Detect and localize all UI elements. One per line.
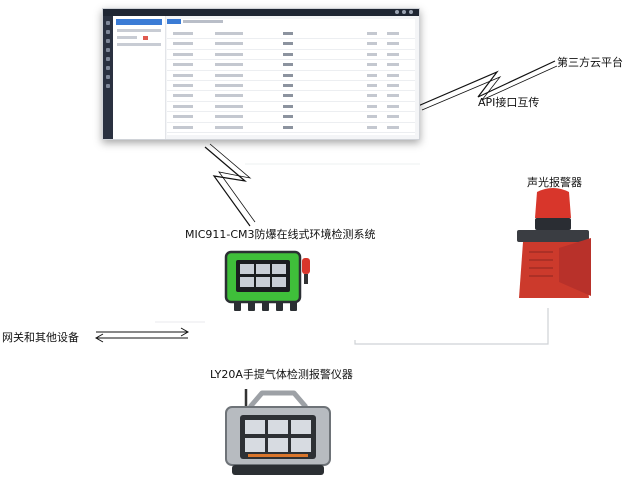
label-api-exchange: API接口互传 <box>478 96 540 109</box>
zigzag-link-monitor <box>204 146 251 227</box>
label-mic911-system: MIC911-CM3防爆在线式环境检测系统 <box>185 228 376 241</box>
alarm-link-line <box>354 308 549 345</box>
label-third-party-cloud: 第三方云平台 <box>557 56 623 69</box>
dashboard-device-table <box>167 19 415 135</box>
dashboard-titlebar <box>103 9 419 16</box>
dashboard-tab <box>167 19 181 24</box>
alert-badge <box>143 36 148 40</box>
ly20a-device-image <box>225 389 331 475</box>
mic911-device-image <box>224 250 310 311</box>
dashboard-nav-rail <box>103 16 113 139</box>
sound-light-alarm-image <box>517 188 591 298</box>
table-row <box>167 102 415 113</box>
zigzag-link-monitor-2 <box>209 143 256 223</box>
label-ly20a-detector: LY20A手提气体检测报警仪器 <box>210 368 353 381</box>
table-row <box>167 60 415 71</box>
table-row <box>167 112 415 123</box>
dashboard-rows <box>167 29 415 133</box>
table-row <box>167 71 415 81</box>
table-row <box>167 39 415 50</box>
table-row <box>167 123 415 133</box>
label-sound-light-alarm: 声光报警器 <box>527 176 582 189</box>
dashboard-screenshot <box>102 8 420 140</box>
label-gateway-devices: 网关和其他设备 <box>2 331 79 344</box>
window-controls <box>395 10 413 14</box>
gateway-arrow-bottom-head <box>94 333 104 343</box>
table-row <box>167 29 415 40</box>
zigzag-link-cloud-2 <box>421 65 558 111</box>
table-row <box>167 50 415 61</box>
dashboard-device-tree <box>113 16 166 139</box>
gateway-arrow-top-head <box>180 327 190 337</box>
table-row <box>167 91 415 102</box>
table-row <box>167 81 415 92</box>
zigzag-link-cloud <box>417 60 556 107</box>
